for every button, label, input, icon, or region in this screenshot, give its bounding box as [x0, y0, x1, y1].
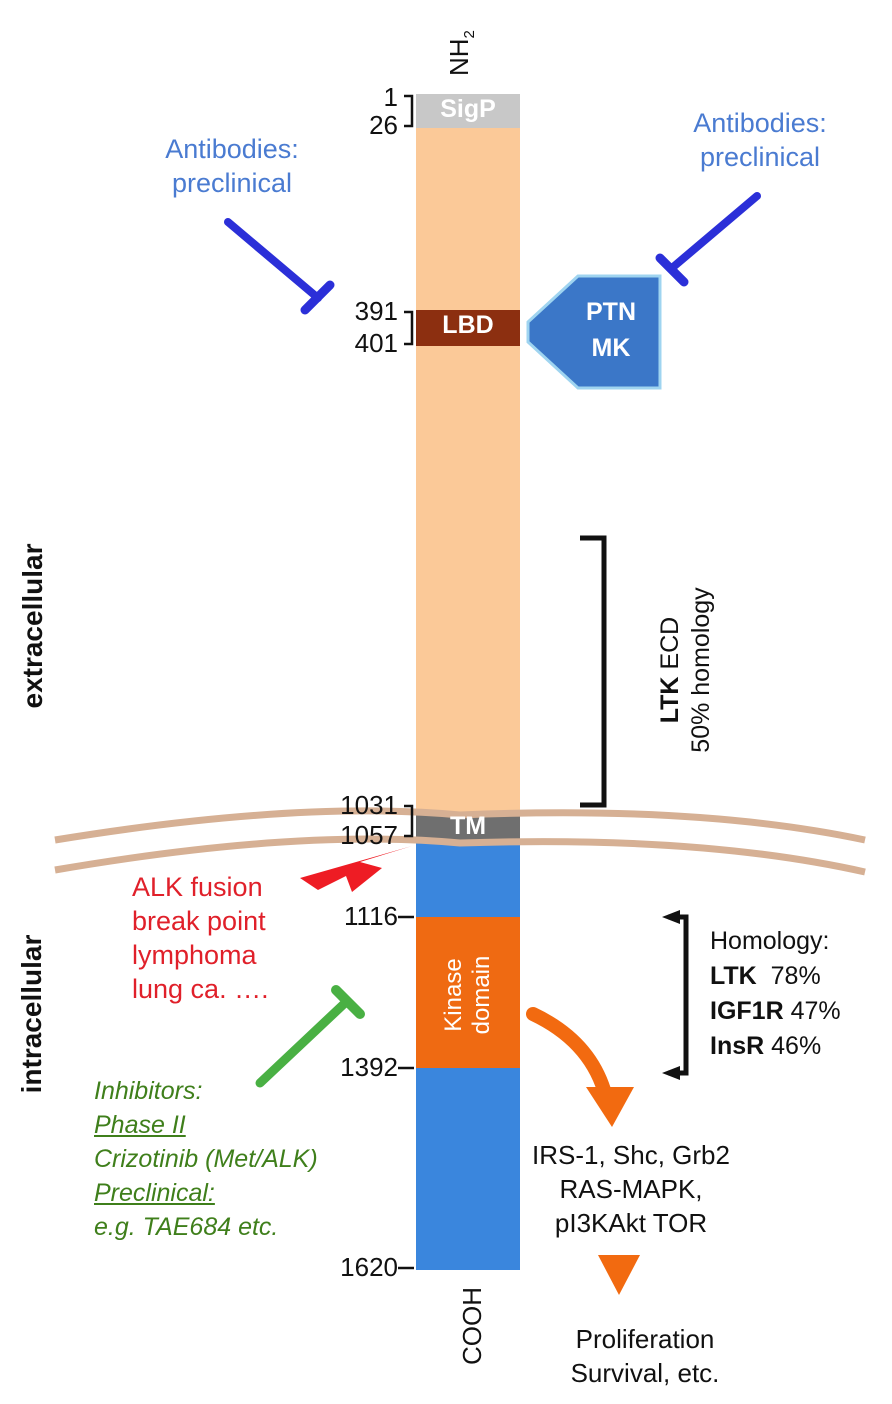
signaling-line2: RAS-MAPK, [559, 1174, 703, 1204]
lbd-segment [416, 310, 520, 346]
kinase-label-line2: domain [468, 955, 495, 1035]
antibodies-left-line1: Antibodies: [165, 134, 299, 164]
position-ticks [398, 94, 414, 1270]
ligand-line2: MK [591, 334, 631, 362]
signaling-label: IRS-1, Shc, Grb2 RAS-MAPK, pI3KAkt TOR [516, 1138, 746, 1240]
inhibitors-line4: Preclinical: [94, 1179, 215, 1207]
kinase-label-line1: Kinase [440, 958, 467, 1032]
ltk-ecd-bracket [580, 535, 607, 808]
homology-name: InsR [710, 1032, 765, 1060]
lbd-label: LBD [442, 311, 494, 339]
outcome-line2: Survival, etc. [570, 1358, 720, 1388]
sigp-label: SigP [440, 95, 496, 123]
tm-label: TM [449, 812, 487, 840]
inhibitors-line2: Phase II [94, 1111, 186, 1139]
inhibitor-symbol [255, 985, 365, 1088]
antibody-left-symbol [224, 218, 335, 315]
fusion-line1: ALK fusion [132, 872, 263, 902]
position-26: 26 [369, 110, 398, 140]
homology-value: 78% [756, 962, 821, 990]
intracellular-label: intracellular [16, 934, 47, 1094]
signaling-line1: IRS-1, Shc, Grb2 [532, 1140, 730, 1170]
homology-row-insr: InsR 46% [710, 1029, 841, 1064]
homology-name: LTK [710, 962, 757, 990]
extracellular-label: extracellular [17, 543, 48, 709]
antibodies-right-label: Antibodies: preclinical [678, 106, 842, 174]
ligand-line1: PTN [586, 298, 636, 326]
n-terminus-text: NH [443, 38, 474, 77]
position-1620: 1620 [340, 1252, 398, 1282]
antibodies-right-line2: preclinical [699, 142, 821, 172]
homology-bracket [662, 910, 689, 1080]
extracellular-domain [416, 128, 520, 813]
inhibitors-line3: Crizotinib (Met/ALK) [94, 1145, 318, 1173]
homology-row-ltk: LTK 78% [710, 959, 841, 994]
n-terminus-subscript: 2 [461, 30, 479, 39]
homology-value: 46% [764, 1032, 822, 1060]
c-terminus-label: COOH [457, 1287, 487, 1365]
fusion-line2: break point [132, 906, 266, 936]
inhibitors-label: Inhibitors: Phase II Crizotinib (Met/ALK… [94, 1074, 318, 1244]
ltk-ecd-bold: LTK [656, 676, 684, 724]
ltk-ecd-homology: 50% homology [687, 587, 715, 753]
fusion-breakpoint-bolt [300, 846, 412, 892]
ltk-ecd-label: LTK ECD 50% homology [655, 555, 719, 785]
n-terminus-label: NH2 [444, 14, 496, 80]
signaling-line3: pI3KAkt TOR [554, 1208, 708, 1238]
homology-value: 47% [783, 997, 841, 1025]
position-391: 391 [354, 296, 398, 326]
homology-row-igf1r: IGF1R 47% [710, 994, 841, 1029]
ltk-ecd-rest: ECD [656, 616, 684, 677]
homology-title: Homology: [710, 927, 830, 955]
position-1116: 1116 [344, 901, 398, 931]
antibodies-left-label: Antibodies: preclinical [150, 132, 314, 200]
outcome-label: Proliferation Survival, etc. [530, 1322, 760, 1390]
position-1392: 1392 [340, 1052, 398, 1082]
position-1: 1 [383, 82, 398, 112]
position-401: 401 [354, 328, 398, 358]
antibodies-left-line2: preclinical [171, 168, 293, 198]
fusion-line4: lung ca. …. [132, 974, 269, 1004]
kinase-domain [416, 917, 520, 1068]
sigp-segment [416, 94, 520, 128]
position-1031: 1031 [340, 790, 398, 820]
homology-name: IGF1R [710, 997, 784, 1025]
inhibitors-line1: Inhibitors: [94, 1077, 203, 1105]
fusion-label: ALK fusion break point lymphoma lung ca.… [132, 870, 269, 1006]
fusion-line3: lymphoma [132, 940, 257, 970]
kinase-domain-label: Kinase domain [440, 920, 496, 1070]
membrane-inner-line [54, 835, 866, 876]
position-1057: 1057 [340, 820, 398, 850]
inhibitors-line5: e.g. TAE684 etc. [94, 1213, 279, 1241]
outcome-line1: Proliferation [575, 1324, 715, 1354]
antibodies-right-line1: Antibodies: [693, 108, 827, 138]
outcome-arrow-head [598, 1255, 640, 1295]
ptn-mk-ligand-shape [526, 274, 662, 390]
ligand-label: PTN MK [570, 294, 652, 366]
signaling-arrow-curve [526, 1007, 611, 1097]
antibody-right-symbol [655, 192, 761, 287]
membrane-outer-line [54, 807, 866, 844]
homology-block: Homology: LTK 78% IGF1R 47% InsR 46% [710, 924, 841, 1064]
signaling-arrow-head [586, 1087, 634, 1127]
